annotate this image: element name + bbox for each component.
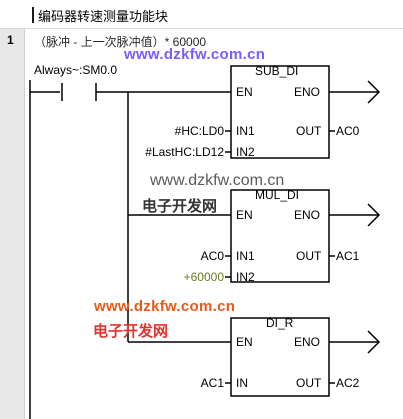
network-comment: （脉冲 - 上一次脉冲值）* 60000 [34,34,206,49]
di-r-eno-arrow [367,330,381,354]
sub-di-out-operand[interactable]: AC0 [336,124,360,138]
network-title-bar[interactable]: 编码器转速测量功能块 [0,0,403,29]
sub-di-en: EN [236,85,253,99]
watermark-cn: 电子开发网 [142,198,218,215]
di-r-in-label: IN [236,376,248,390]
di-r-en: EN [236,335,253,349]
sub-di-in1-operand[interactable]: #HC:LD0 [175,124,225,138]
watermark-cn-red: 电子开发网 [93,323,169,340]
di-r-eno: ENO [294,335,320,349]
sub-di-in2-operand[interactable]: #LastHC:LD12 [145,145,224,159]
always-on-contact[interactable] [61,83,97,101]
mul-di-eno: ENO [294,208,320,222]
mul-di-eno-arrow [367,203,381,227]
watermark-url-gray: www.dzkfw.com.cn [150,172,285,189]
block-sub-di[interactable]: SUB_DI EN ENO IN1 OUT IN2 [230,64,330,159]
sub-di-out-label: OUT [296,124,322,138]
sub-di-in1-label: IN1 [236,124,255,138]
mul-di-out-operand[interactable]: AC1 [336,249,360,263]
mul-di-in2-label: IN2 [236,270,255,284]
mul-di-in1-operand[interactable]: AC0 [201,249,225,263]
di-r-out-operand[interactable]: AC2 [336,376,360,390]
network-gutter [0,29,25,419]
mul-di-in2-operand[interactable]: +60000 [184,270,225,284]
mul-di-in1-label: IN1 [236,249,255,263]
mul-di-en: EN [236,208,253,222]
watermark-url-orange: www.dzkfw.com.cn [94,298,236,315]
block-name-di-r: DI_R [266,316,294,330]
sub-di-eno-arrow [367,80,381,104]
di-r-in-operand[interactable]: AC1 [201,376,225,390]
block-name-sub-di: SUB_DI [255,64,298,78]
program-title: 编码器转速测量功能块 [38,9,169,24]
title-marker [32,7,34,23]
block-name-mul-di: MUL_DI [255,188,299,202]
sub-di-eno: ENO [294,85,320,99]
network-number: 1 [7,33,14,47]
block-di-r[interactable]: DI_R EN ENO IN OUT [230,316,330,397]
watermark-url: www.dzkfw.com.cn [124,46,266,63]
contact-label: Always~:SM0.0 [34,63,117,77]
di-r-out-label: OUT [296,376,322,390]
mul-di-out-label: OUT [296,249,322,263]
block-mul-di[interactable]: MUL_DI EN ENO IN1 OUT IN2 [230,188,330,284]
sub-di-in2-label: IN2 [236,145,255,159]
